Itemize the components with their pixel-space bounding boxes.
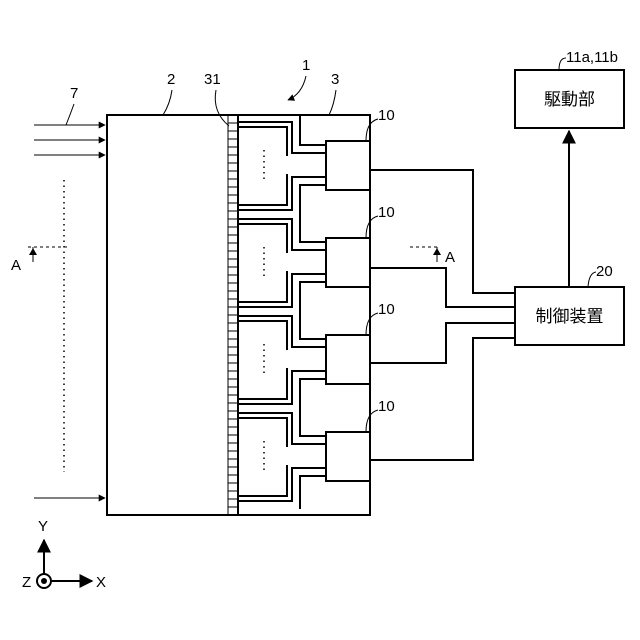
svg-text:A: A (11, 257, 21, 274)
svg-text:Y: Y (38, 518, 48, 535)
axis-indicator: Y X Z (22, 518, 106, 591)
svg-text:A: A (445, 249, 455, 266)
section-marker-left: A (11, 247, 68, 274)
svg-text:11a,11b: 11a,11b (566, 49, 618, 66)
svg-text:Z: Z (22, 574, 31, 591)
driver-box-10 (326, 141, 370, 190)
driver-box-10 (326, 238, 370, 287)
driver-box-10 (326, 432, 370, 481)
ref-3: 3 (329, 71, 339, 115)
ref-10-label: 10 (378, 301, 395, 318)
driver-box-10 (326, 335, 370, 384)
ref-20: 20 (588, 263, 613, 287)
ref-1: 1 (288, 57, 310, 100)
svg-text:3: 3 (331, 71, 339, 88)
ref-11: 11a,11b (559, 49, 618, 70)
section-marker-right: A (410, 247, 455, 266)
ref-2: 2 (163, 71, 175, 115)
svg-text:X: X (96, 574, 106, 591)
ref-10-label: 10 (378, 107, 395, 124)
svg-text:31: 31 (204, 71, 221, 88)
svg-text:7: 7 (70, 85, 78, 102)
svg-text:20: 20 (596, 263, 613, 280)
ref-7: 7 (66, 85, 78, 125)
control-device-label: 制御装置 (536, 307, 604, 327)
ref-10-label: 10 (378, 204, 395, 221)
svg-text:2: 2 (167, 71, 175, 88)
input-arrows (34, 125, 105, 498)
drive-unit-label: 駆動部 (544, 90, 595, 110)
svg-text:1: 1 (302, 57, 310, 74)
ref-10-label: 10 (378, 398, 395, 415)
